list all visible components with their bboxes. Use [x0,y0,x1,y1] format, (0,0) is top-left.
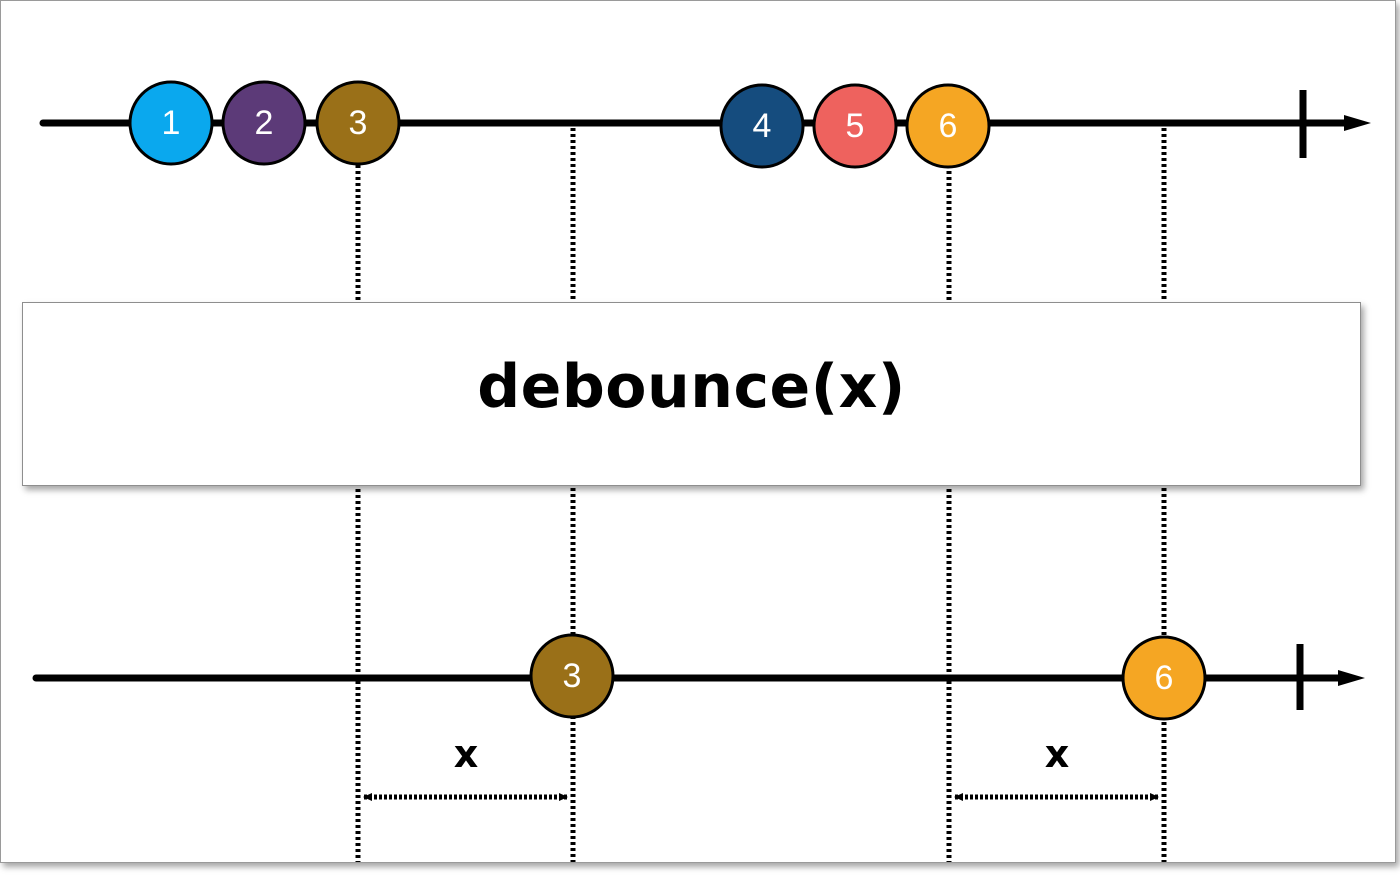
guide-lines [355,128,1167,862]
marble-circle [315,80,401,166]
marble-circle [529,633,615,719]
marble: 6 [905,83,991,169]
marble-label: 6 [1155,659,1174,697]
marble: 5 [812,83,898,169]
marble: 3 [315,80,401,166]
output-marbles: 3 6 [529,633,1207,721]
marble-label: 1 [162,104,181,142]
marble-label: 4 [753,107,772,145]
marble-circle [1121,635,1207,721]
marble: 2 [221,80,307,166]
marble-label: 3 [563,657,582,695]
marble-circle [719,83,805,169]
marble: 1 [128,80,214,166]
marble: 3 [529,633,615,719]
output-axis-arrowhead [1338,670,1365,686]
operator-label: debounce(x) [477,352,906,422]
marble-circle [905,83,991,169]
marble-label: 6 [939,107,958,145]
marble-label: 5 [846,107,865,145]
marble: 6 [1121,635,1207,721]
operator-box: debounce(x) [22,302,1361,486]
marble-label: 3 [349,104,368,142]
interval-label: x [1045,732,1070,776]
marble-circle [128,80,214,166]
marble: 4 [719,83,805,169]
marble-label: 2 [255,104,274,142]
marble-circle [812,83,898,169]
input-marbles: 1 2 3 4 5 6 [128,80,991,169]
interval-label: x [454,732,479,776]
marble-circle [221,80,307,166]
input-axis-arrowhead [1344,115,1371,131]
